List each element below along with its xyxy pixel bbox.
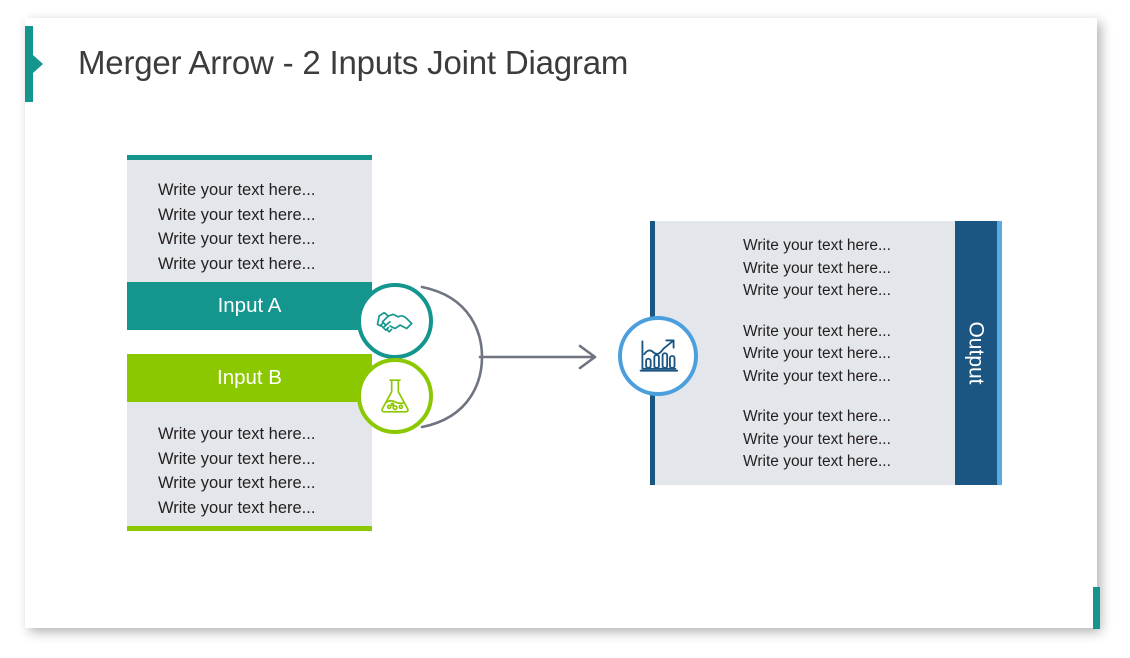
input-b-label-bar[interactable]: Input B xyxy=(127,354,372,402)
output-right-edge-accent xyxy=(997,221,1002,485)
growth-chart-icon-circle[interactable] xyxy=(618,316,698,396)
growth-chart-icon xyxy=(639,339,679,372)
merge-arrow-head-icon xyxy=(578,344,597,370)
input-b-line: Write your text here... xyxy=(158,449,316,468)
output-line: Write your text here... xyxy=(743,237,891,254)
output-group: Write your text here... Write your text … xyxy=(655,321,955,389)
input-a-label-bar[interactable]: Input A xyxy=(127,282,372,330)
output-line: Write your text here... xyxy=(743,430,891,448)
input-a-top-rule xyxy=(127,155,372,160)
input-a-label: Input A xyxy=(217,294,282,317)
inputs-gap xyxy=(127,330,372,354)
output-label: Output xyxy=(965,321,989,385)
left-accent-arrow-icon xyxy=(33,55,43,73)
output-line: Write your text here... xyxy=(743,322,891,340)
input-b-line: Write your text here... xyxy=(158,498,316,517)
output-line: Write your text here... xyxy=(743,453,891,470)
output-line: Write your text here... xyxy=(743,282,891,299)
input-b-block[interactable]: Input B Write your text here... Write yo… xyxy=(127,354,372,531)
output-group: Write your text here... Write your text … xyxy=(655,406,955,474)
left-accent-bar xyxy=(25,26,33,102)
input-a-line: Write your text here... xyxy=(158,205,316,224)
output-label-rotator: Output xyxy=(955,221,997,485)
output-line: Write your text here... xyxy=(743,367,891,385)
output-line: Write your text here... xyxy=(743,408,891,425)
output-group: Write your text here... Write your text … xyxy=(655,235,955,303)
flask-icon xyxy=(381,379,409,413)
inputs-column: Write your text here... Write your text … xyxy=(127,155,372,531)
input-b-line: Write your text here... xyxy=(158,425,316,443)
input-b-label: Input B xyxy=(217,366,282,389)
input-b-bottom-rule xyxy=(127,526,372,531)
output-text-panel: Write your text here... Write your text … xyxy=(655,221,955,485)
input-a-block[interactable]: Write your text here... Write your text … xyxy=(127,155,372,330)
output-line: Write your text here... xyxy=(743,345,891,362)
merge-curve-top xyxy=(420,285,484,359)
input-a-line: Write your text here... xyxy=(158,230,316,248)
input-a-line: Write your text here... xyxy=(158,254,316,273)
page-title: Merger Arrow - 2 Inputs Joint Diagram xyxy=(78,44,629,81)
merge-curve-bottom xyxy=(420,355,484,429)
output-label-bar[interactable]: Output xyxy=(955,221,997,485)
handshake-icon-circle[interactable] xyxy=(357,283,433,359)
input-a-line: Write your text here... xyxy=(158,181,316,199)
output-line: Write your text here... xyxy=(743,259,891,277)
input-a-text-panel: Write your text here... Write your text … xyxy=(127,160,372,282)
output-block: Write your text here... Write your text … xyxy=(650,221,1002,485)
flask-icon-circle[interactable] xyxy=(357,358,433,434)
handshake-icon xyxy=(376,311,413,333)
merger-arrow-graphic xyxy=(420,285,597,429)
input-b-line: Write your text here... xyxy=(158,474,316,492)
bottom-right-accent-bar xyxy=(1093,587,1100,629)
input-b-text-panel: Write your text here... Write your text … xyxy=(127,402,372,526)
